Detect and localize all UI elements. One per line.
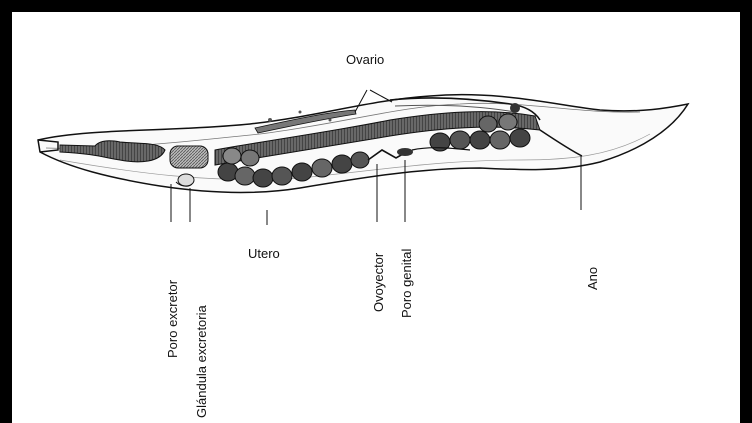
nematode-diagram: Ovario Utero Poro excretor Glándula excr… [12,12,740,423]
label-ovario: Ovario [346,52,384,67]
label-ovoyector: Ovoyector [371,252,386,312]
label-poro-excretor: Poro excretor [165,279,180,358]
label-glandula-excretoria: Glándula excretoria [194,305,209,418]
label-poro-genital: Poro genital [399,249,414,318]
label-utero: Utero [248,246,280,261]
label-ano: Ano [585,267,600,290]
diagram-frame: Ovario Utero Poro excretor Glándula excr… [12,12,740,423]
